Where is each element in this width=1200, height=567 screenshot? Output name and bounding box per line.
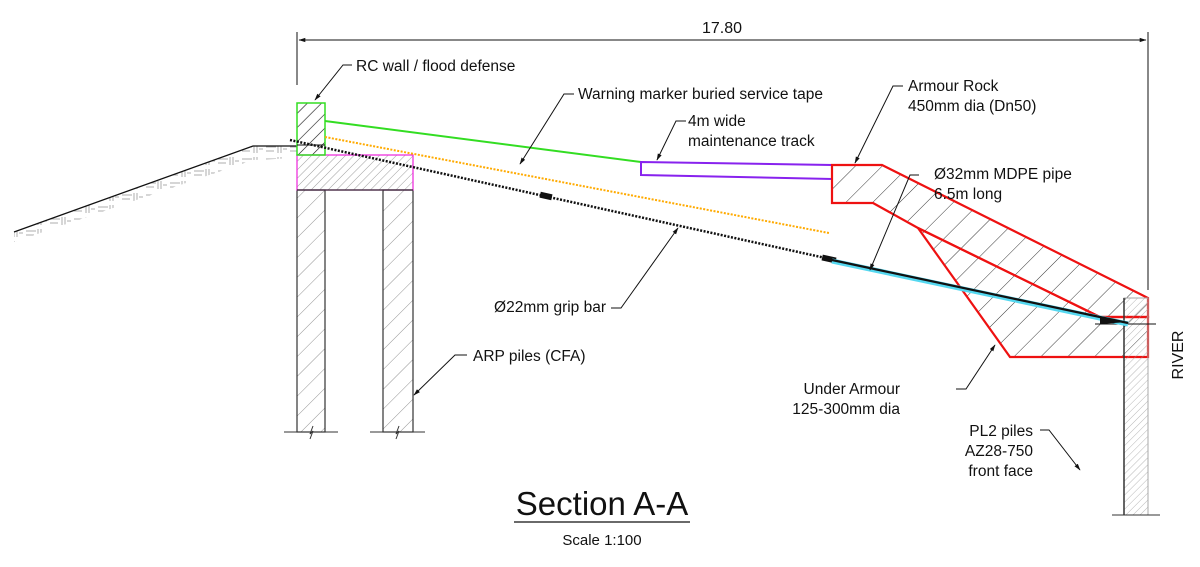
leader-armour <box>854 85 903 164</box>
leader-track <box>656 120 686 161</box>
embankment-soil-hatch <box>14 146 297 242</box>
label-under-armour-line2: 125-300mm dia <box>792 401 900 418</box>
river-label: RIVER <box>1170 331 1187 380</box>
label-under-armour-line1: Under Armour <box>804 381 900 398</box>
pipe-outlet <box>1100 317 1128 324</box>
label-pl2-line3: front face <box>968 463 1033 480</box>
label-armour-line2: 450mm dia (Dn50) <box>908 98 1036 115</box>
finished-surface-line <box>324 120 642 163</box>
label-warning-tape: Warning marker buried service tape <box>578 86 823 103</box>
break-symbol-right <box>395 425 400 440</box>
label-track-line1: 4m wide <box>688 113 746 130</box>
leader-pipe <box>869 174 919 271</box>
pile-cap <box>296 154 414 191</box>
leader-under-armour <box>956 344 996 390</box>
leader-rc-wall <box>314 64 352 101</box>
label-track-line2: maintenance track <box>688 133 815 150</box>
leader-grip-bar <box>611 227 679 309</box>
drawing-title: Section A-A <box>516 485 688 522</box>
grip-bar-coupler-1 <box>539 191 553 201</box>
arp-pile-left <box>296 189 326 433</box>
embankment <box>13 145 297 242</box>
embankment-surface <box>13 145 297 233</box>
arp-pile-right <box>382 189 414 433</box>
label-rc-wall: RC wall / flood defense <box>356 58 515 75</box>
dimension-value: 17.80 <box>702 20 742 37</box>
grip-bar <box>289 138 831 261</box>
arp-piles <box>284 189 425 440</box>
label-grip-bar: Ø22mm grip bar <box>494 299 606 316</box>
rc-wall <box>296 102 326 156</box>
leader-warning-tape <box>519 93 574 165</box>
leader-arp-piles <box>413 354 467 396</box>
label-armour-line1: Armour Rock <box>908 78 999 95</box>
drawing-scale: Scale 1:100 <box>562 532 641 549</box>
label-pl2-line1: PL2 piles <box>969 423 1033 440</box>
pl2-sheet-piles <box>1123 297 1149 516</box>
break-symbol-left <box>309 425 314 440</box>
label-pipe-line1: Ø32mm MDPE pipe <box>934 166 1072 183</box>
label-arp-piles: ARP piles (CFA) <box>473 348 586 365</box>
maintenance-track <box>640 160 833 181</box>
label-pl2-line2: AZ28-750 <box>965 443 1033 460</box>
leader-pl2 <box>1040 429 1081 471</box>
mdpe-pipe <box>831 258 1129 325</box>
warning-tape-line <box>324 136 830 234</box>
overall-dimension: 17.80 <box>296 20 1149 290</box>
label-pipe-line2: 6.5m long <box>934 186 1002 203</box>
